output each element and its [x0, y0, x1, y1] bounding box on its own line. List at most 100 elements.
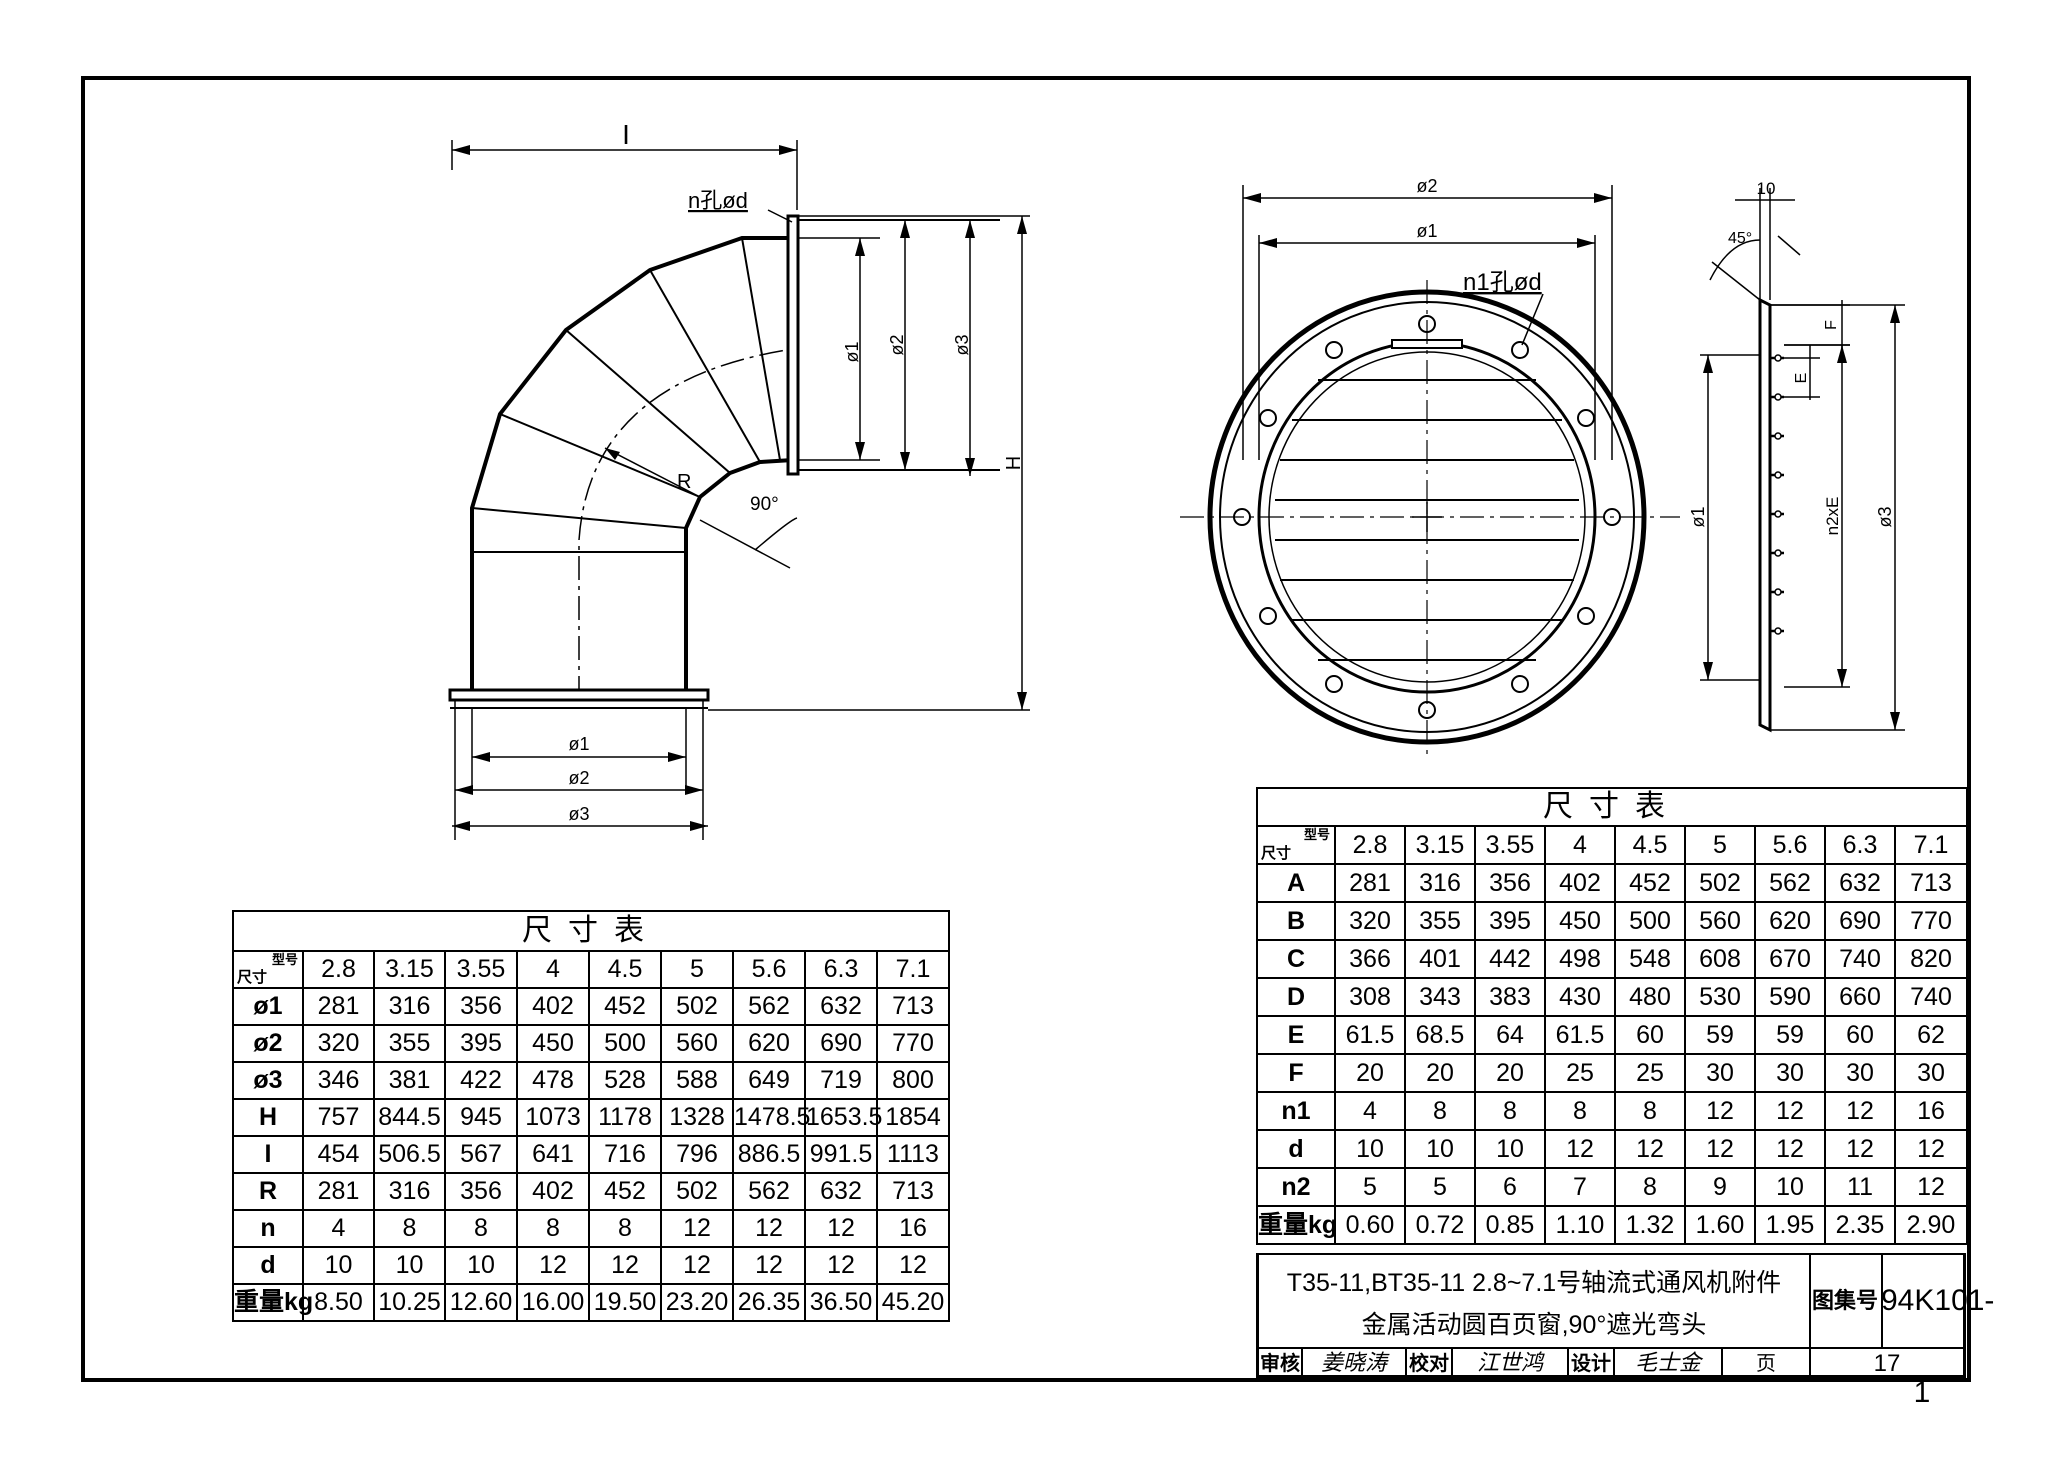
table-cell: 61.5 — [1334, 1015, 1406, 1055]
table-cell: 12 — [1894, 1129, 1968, 1169]
row-label: R — [232, 1172, 304, 1211]
row-label: I — [232, 1135, 304, 1174]
table-cell: 502 — [1684, 863, 1756, 903]
table-cell: 500 — [588, 1024, 662, 1063]
table-cell: 649 — [732, 1061, 806, 1100]
table-cell: 316 — [1404, 863, 1476, 903]
table-cell: 4 — [1334, 1091, 1406, 1131]
table-cell: 502 — [660, 987, 734, 1026]
elbow-dimension-table: 尺寸表 型号尺寸 2.8 3.15 3.55 4 4.5 5 5.6 6.3 7… — [232, 910, 950, 1322]
table-cell: 64 — [1474, 1015, 1546, 1055]
table-cell: 0.72 — [1404, 1205, 1476, 1245]
table-title: 尺寸表 — [232, 910, 950, 952]
model-header: 5.6 — [1754, 825, 1826, 865]
table-cell: 402 — [516, 1172, 590, 1211]
table-cell: 442 — [1474, 939, 1546, 979]
table-cell: 12 — [660, 1209, 734, 1248]
table-cell: 12 — [1754, 1091, 1826, 1131]
title-block: T35-11,BT35-11 2.8~7.1号轴流式通风机附件 金属活动圆百页窗… — [1256, 1253, 1994, 1409]
table-cell: 2.90 — [1894, 1205, 1968, 1245]
table-cell: 10 — [302, 1246, 375, 1285]
table-cell: 1.60 — [1684, 1205, 1756, 1245]
table-cell: 422 — [444, 1061, 518, 1100]
page-number: 17 — [1873, 1350, 1901, 1377]
elbow-inner-edge — [684, 458, 794, 698]
row-label: D — [1256, 977, 1336, 1017]
table-cell: 8 — [1474, 1091, 1546, 1131]
row-label: E — [1256, 1015, 1336, 1055]
model-header: 4 — [516, 950, 590, 989]
table-cell: 346 — [302, 1061, 375, 1100]
table-cell: 562 — [732, 987, 806, 1026]
table-cell: 8 — [516, 1209, 590, 1248]
table-cell: 12 — [516, 1246, 590, 1285]
table-cell: 8 — [444, 1209, 518, 1248]
table-cell: 281 — [302, 987, 375, 1026]
check-signature: 江世鸿 — [1453, 1349, 1569, 1376]
model-header: 6.3 — [1824, 825, 1896, 865]
elbow-dim-phi3-right: ø3 — [952, 334, 972, 355]
row-label: F — [1256, 1053, 1336, 1093]
table-cell: 12 — [1894, 1167, 1968, 1207]
row-label: 重量kg — [1256, 1205, 1337, 1245]
table-cell: 23.20 — [660, 1283, 734, 1322]
table-cell: 26.35 — [732, 1283, 806, 1322]
model-header: 4 — [1544, 825, 1616, 865]
table-cell: 5 — [1404, 1167, 1476, 1207]
title-block-description: T35-11,BT35-11 2.8~7.1号轴流式通风机附件 金属活动圆百页窗… — [1259, 1255, 1811, 1347]
page-label: 页 — [1723, 1349, 1811, 1375]
row-label: n — [232, 1209, 304, 1248]
table-cell: 1478.5 — [732, 1098, 810, 1137]
table-cell: 632 — [804, 987, 878, 1026]
review-label: 审核 — [1259, 1349, 1303, 1375]
model-header: 2.8 — [1334, 825, 1406, 865]
table-cell: 632 — [1824, 863, 1896, 903]
table-cell: 713 — [876, 1172, 950, 1211]
louver-dim-E: E — [1793, 373, 1810, 384]
table-cell: 1178 — [588, 1098, 662, 1137]
table-cell: 12 — [1684, 1129, 1756, 1169]
louver-bolt-label: n1孔ød — [1463, 269, 1542, 296]
elbow-dim-I: I — [622, 119, 630, 150]
table-cell: 8 — [588, 1209, 662, 1248]
model-header: 5 — [1684, 825, 1756, 865]
atlas-number-label: 图集号 — [1809, 1255, 1883, 1347]
table-cell: 12 — [1614, 1129, 1686, 1169]
table-cell: 660 — [1824, 977, 1896, 1017]
table-cell: 528 — [588, 1061, 662, 1100]
table-cell: 2.35 — [1824, 1205, 1896, 1245]
table-cell: 45.20 — [876, 1283, 950, 1322]
table-cell: 548 — [1614, 939, 1686, 979]
table-cell: 1.32 — [1614, 1205, 1686, 1245]
table-cell: 8 — [1544, 1091, 1616, 1131]
table-cell: 402 — [516, 987, 590, 1026]
design-label: 设计 — [1569, 1349, 1615, 1375]
table-cell: 60 — [1614, 1015, 1686, 1055]
louver-dim-n2xE: n2xE — [1823, 497, 1842, 536]
table-cell: 12 — [804, 1246, 878, 1285]
louver-dim-phi1: ø1 — [1416, 221, 1437, 241]
row-label: B — [1256, 901, 1336, 941]
table-cell: 713 — [1894, 863, 1968, 903]
table-cell: 770 — [876, 1024, 950, 1063]
table-cell: 59 — [1684, 1015, 1756, 1055]
row-label: 重量kg — [232, 1283, 313, 1322]
table-cell: 500 — [1614, 901, 1686, 941]
table-cell: 757 — [302, 1098, 375, 1137]
elbow-view: I n孔ød ø1 ø2 ø3 H R 90° — [448, 119, 1030, 840]
table-cell: 383 — [1474, 977, 1546, 1017]
table-cell: 713 — [876, 987, 950, 1026]
elbow-angle-label: 90° — [750, 494, 779, 515]
table-cell: 12 — [732, 1246, 806, 1285]
table-cell: 320 — [302, 1024, 375, 1063]
table-cell: 381 — [373, 1061, 446, 1100]
louver-dim-phi2: ø2 — [1416, 176, 1437, 196]
table-cell: 12 — [876, 1246, 950, 1285]
